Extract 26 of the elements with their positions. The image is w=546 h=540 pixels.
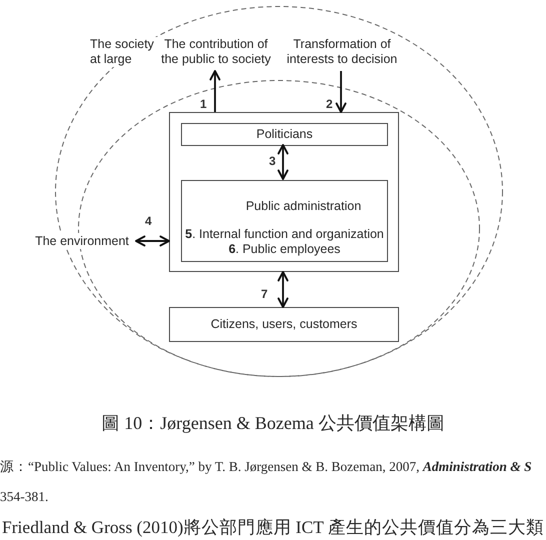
body-text: Friedland & Gross (2010)將公部門應用 ICT 產生的公共價值分為三大類 xyxy=(2,517,544,537)
double-arrow xyxy=(278,144,288,180)
box-heading: Public administration xyxy=(246,199,362,214)
figure-caption: 圖 10：Jørgensen & Bozema 公共價值架構圖 xyxy=(102,412,444,435)
page-range: 354-381. xyxy=(0,488,48,505)
system-box xyxy=(169,112,399,272)
arrow xyxy=(210,70,220,112)
list-item: 6. Public employees xyxy=(228,242,340,257)
edge-label: 3 xyxy=(269,154,276,169)
list-item: 5. Internal function and organization xyxy=(185,227,384,242)
source-citation: 源：“Public Values: An Inventory,” by T. B. Jørgensen & B. Bozeman, 2007, Administration & S xyxy=(0,458,532,475)
process-box: Citizens, users, customers xyxy=(169,307,399,342)
region-label: The society at large xyxy=(90,37,158,67)
annotation-text: Transformation of interests to decision xyxy=(284,37,400,68)
edge-label: 7 xyxy=(261,287,268,302)
double-arrow xyxy=(278,271,288,308)
edge-label: 2 xyxy=(326,97,333,112)
edge-label: 4 xyxy=(145,214,152,229)
annotation-text: The environment xyxy=(34,233,130,249)
dashed-ellipse xyxy=(55,6,503,377)
double-arrow xyxy=(135,236,170,246)
annotation-text: The contribution of the public to society xyxy=(158,37,274,68)
arrow xyxy=(336,71,346,113)
process-box: Politicians xyxy=(181,123,388,146)
edge-label: 1 xyxy=(200,97,207,112)
process-box xyxy=(181,180,388,262)
